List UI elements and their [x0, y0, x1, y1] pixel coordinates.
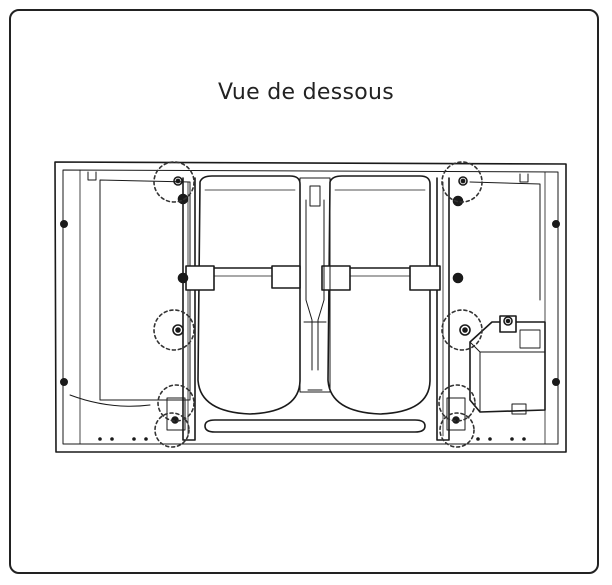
callout-bottom-right-lower — [439, 412, 475, 448]
callout-mid-left — [153, 309, 195, 351]
center-divider — [299, 177, 331, 393]
callout-bottom-left-upper — [157, 384, 195, 422]
callout-bottom-left-lower — [154, 412, 190, 448]
left-side-panel — [59, 179, 191, 407]
bottom-light-bar — [204, 419, 426, 433]
bottom-edge-holes — [98, 437, 526, 441]
callout-top-right — [441, 161, 483, 203]
diagram-title: Vue de dessous — [217, 80, 394, 105]
mounting-rails — [182, 177, 450, 441]
diagram-frame — [9, 9, 599, 574]
junction-box — [469, 315, 546, 415]
screws — [172, 176, 471, 336]
callout-top-left — [153, 161, 195, 203]
callout-circles — [153, 161, 483, 448]
right-blower — [321, 175, 441, 415]
right-side-panel — [469, 181, 560, 386]
callout-bottom-right-upper — [438, 384, 476, 422]
left-blower — [185, 175, 301, 415]
callout-mid-right — [441, 309, 483, 351]
